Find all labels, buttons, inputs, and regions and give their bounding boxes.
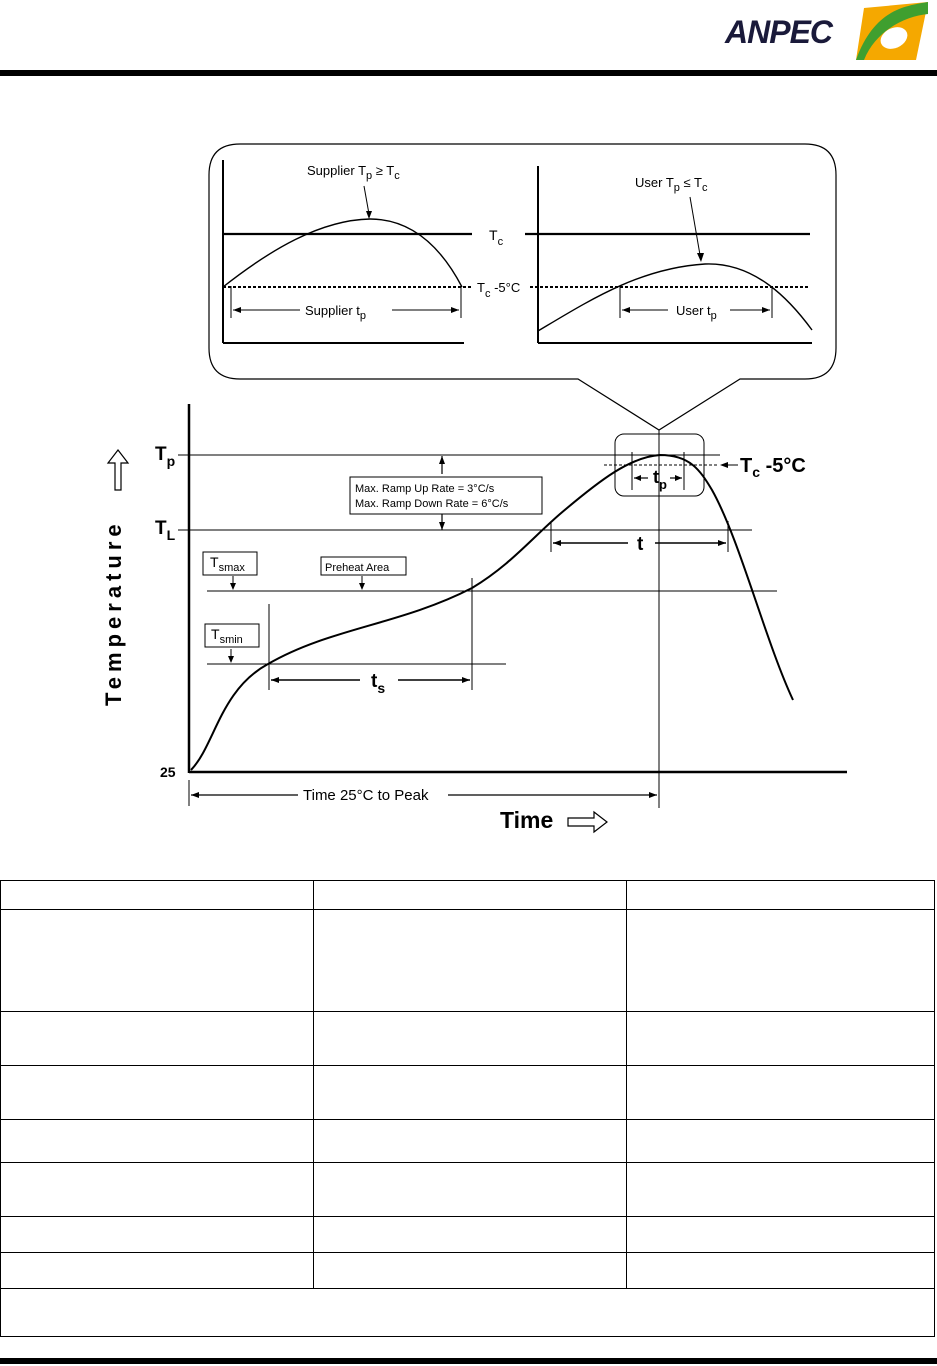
table-row — [0, 1216, 935, 1253]
preheat-label: Preheat Area — [325, 562, 390, 574]
reflow-curve — [190, 453, 794, 771]
tc5-inset-label: Tc -5°C — [477, 280, 520, 300]
table-cell — [0, 1065, 314, 1120]
table-row — [0, 1162, 935, 1217]
y-origin-label: 25 — [160, 764, 176, 780]
zoom-box — [614, 433, 705, 497]
tp-small-label: tp — [653, 467, 667, 492]
anpec-logo: ANPEC — [725, 0, 930, 62]
tsmax-label: Tsmax — [210, 554, 245, 574]
table-header-cell — [313, 880, 627, 910]
ts-label: ts — [371, 671, 385, 696]
table-row — [0, 1065, 935, 1120]
header-rule — [0, 70, 937, 76]
table-cell — [313, 1216, 627, 1253]
table-cell — [313, 1065, 627, 1120]
table-cell — [0, 1162, 314, 1217]
table-cell — [313, 909, 627, 1012]
tc5-main-label: Tc -5°C — [740, 455, 806, 480]
tc-label: Tc — [489, 227, 504, 248]
table-cell — [313, 1162, 627, 1217]
table-header-row — [0, 880, 935, 910]
inset-left: Supplier tp Supplier Tp ≥ Tc — [222, 160, 472, 344]
logo-mark-icon — [856, 2, 928, 60]
table-note-cell — [0, 1288, 935, 1337]
inset-right: User tp User Tp ≤ Tc — [525, 166, 813, 344]
inset-left-span-label: Supplier tp — [305, 303, 366, 322]
inset-right-span-label: User tp — [676, 303, 717, 322]
table-cell — [626, 1011, 935, 1066]
table-cell — [626, 1162, 935, 1217]
table-cell — [626, 1252, 935, 1289]
reflow-profile-table — [0, 880, 935, 1337]
inset-right-title: User Tp ≤ Tc — [635, 175, 708, 194]
table-cell — [313, 1119, 627, 1163]
table-cell — [313, 1011, 627, 1066]
tp-label: Tp — [155, 444, 175, 469]
callout-bubble — [208, 143, 837, 431]
table-row — [0, 909, 935, 1012]
table-row — [0, 1252, 935, 1289]
table-note-row — [0, 1288, 935, 1337]
table-cell — [0, 1216, 314, 1253]
table-cell — [626, 1216, 935, 1253]
preheat-box — [320, 556, 407, 576]
x-axis-label: Time — [500, 807, 553, 833]
tsmin-label: Tsmin — [211, 626, 243, 646]
table-cell — [313, 1252, 627, 1289]
time-to-peak-label: Time 25°C to Peak — [303, 787, 429, 804]
inset-left-title: Supplier Tp ≥ Tc — [307, 163, 400, 182]
table-cell — [626, 909, 935, 1012]
table-cell — [0, 1252, 314, 1289]
tsmin-box — [204, 623, 260, 648]
t-label: t — [637, 534, 644, 555]
tl-label: TL — [155, 518, 176, 543]
up-arrow-icon — [106, 449, 130, 491]
table-cell — [0, 1119, 314, 1163]
table-header-cell — [626, 880, 935, 910]
tsmax-box — [202, 551, 258, 576]
right-arrow-icon — [567, 810, 608, 834]
reflow-profile-diagram: Supplier tp Supplier Tp ≥ Tc Tc Tc -5°C … — [101, 143, 847, 834]
footer-rule — [0, 1358, 937, 1364]
ramp-up-text: Max. Ramp Up Rate = 3°C/s — [355, 483, 495, 495]
table-header-cell — [0, 880, 314, 910]
table-row — [0, 1011, 935, 1066]
table-cell — [626, 1065, 935, 1120]
ramp-down-text: Max. Ramp Down Rate = 6°C/s — [355, 498, 509, 510]
table-row — [0, 1119, 935, 1163]
logo-text: ANPEC — [725, 14, 833, 50]
table-cell — [0, 1011, 314, 1066]
table-cell — [0, 909, 314, 1012]
ramp-rate-box — [349, 476, 543, 515]
table-cell — [626, 1119, 935, 1163]
y-axis-label: Temperature — [101, 519, 126, 706]
